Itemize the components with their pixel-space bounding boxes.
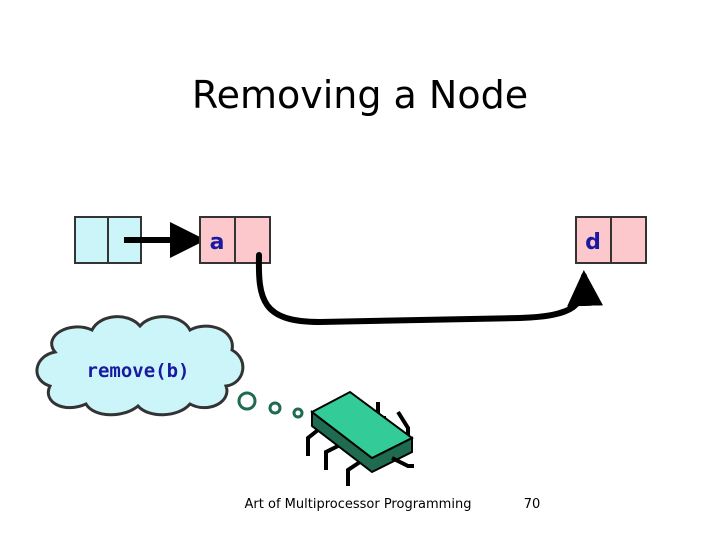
node-a-next-cell	[234, 216, 271, 264]
head-node-value-cell	[74, 216, 109, 264]
footer-text: Art of Multiprocessor Programming	[245, 497, 472, 512]
a-to-d-pointer	[255, 252, 604, 326]
node-a: a	[199, 216, 271, 264]
slide-title: Removing a Node	[192, 73, 528, 117]
node-a-value-cell	[199, 216, 236, 264]
thought-cloud-text: remove(b)	[87, 360, 190, 382]
node-d-next-cell	[610, 216, 647, 264]
node-d-label: d	[585, 230, 601, 255]
head-node	[74, 216, 142, 264]
thought-bubble-large	[237, 391, 257, 411]
thought-bubble-medium	[268, 401, 282, 415]
node-d: d	[575, 216, 647, 264]
node-a-label: a	[210, 230, 225, 255]
node-d-value-cell	[575, 216, 612, 264]
page-number: 70	[524, 497, 541, 512]
thread-bug-icon	[306, 390, 414, 486]
thought-bubble-small	[292, 407, 304, 419]
thought-cloud-shape	[35, 315, 245, 417]
thought-cloud: remove(b)	[35, 315, 245, 417]
